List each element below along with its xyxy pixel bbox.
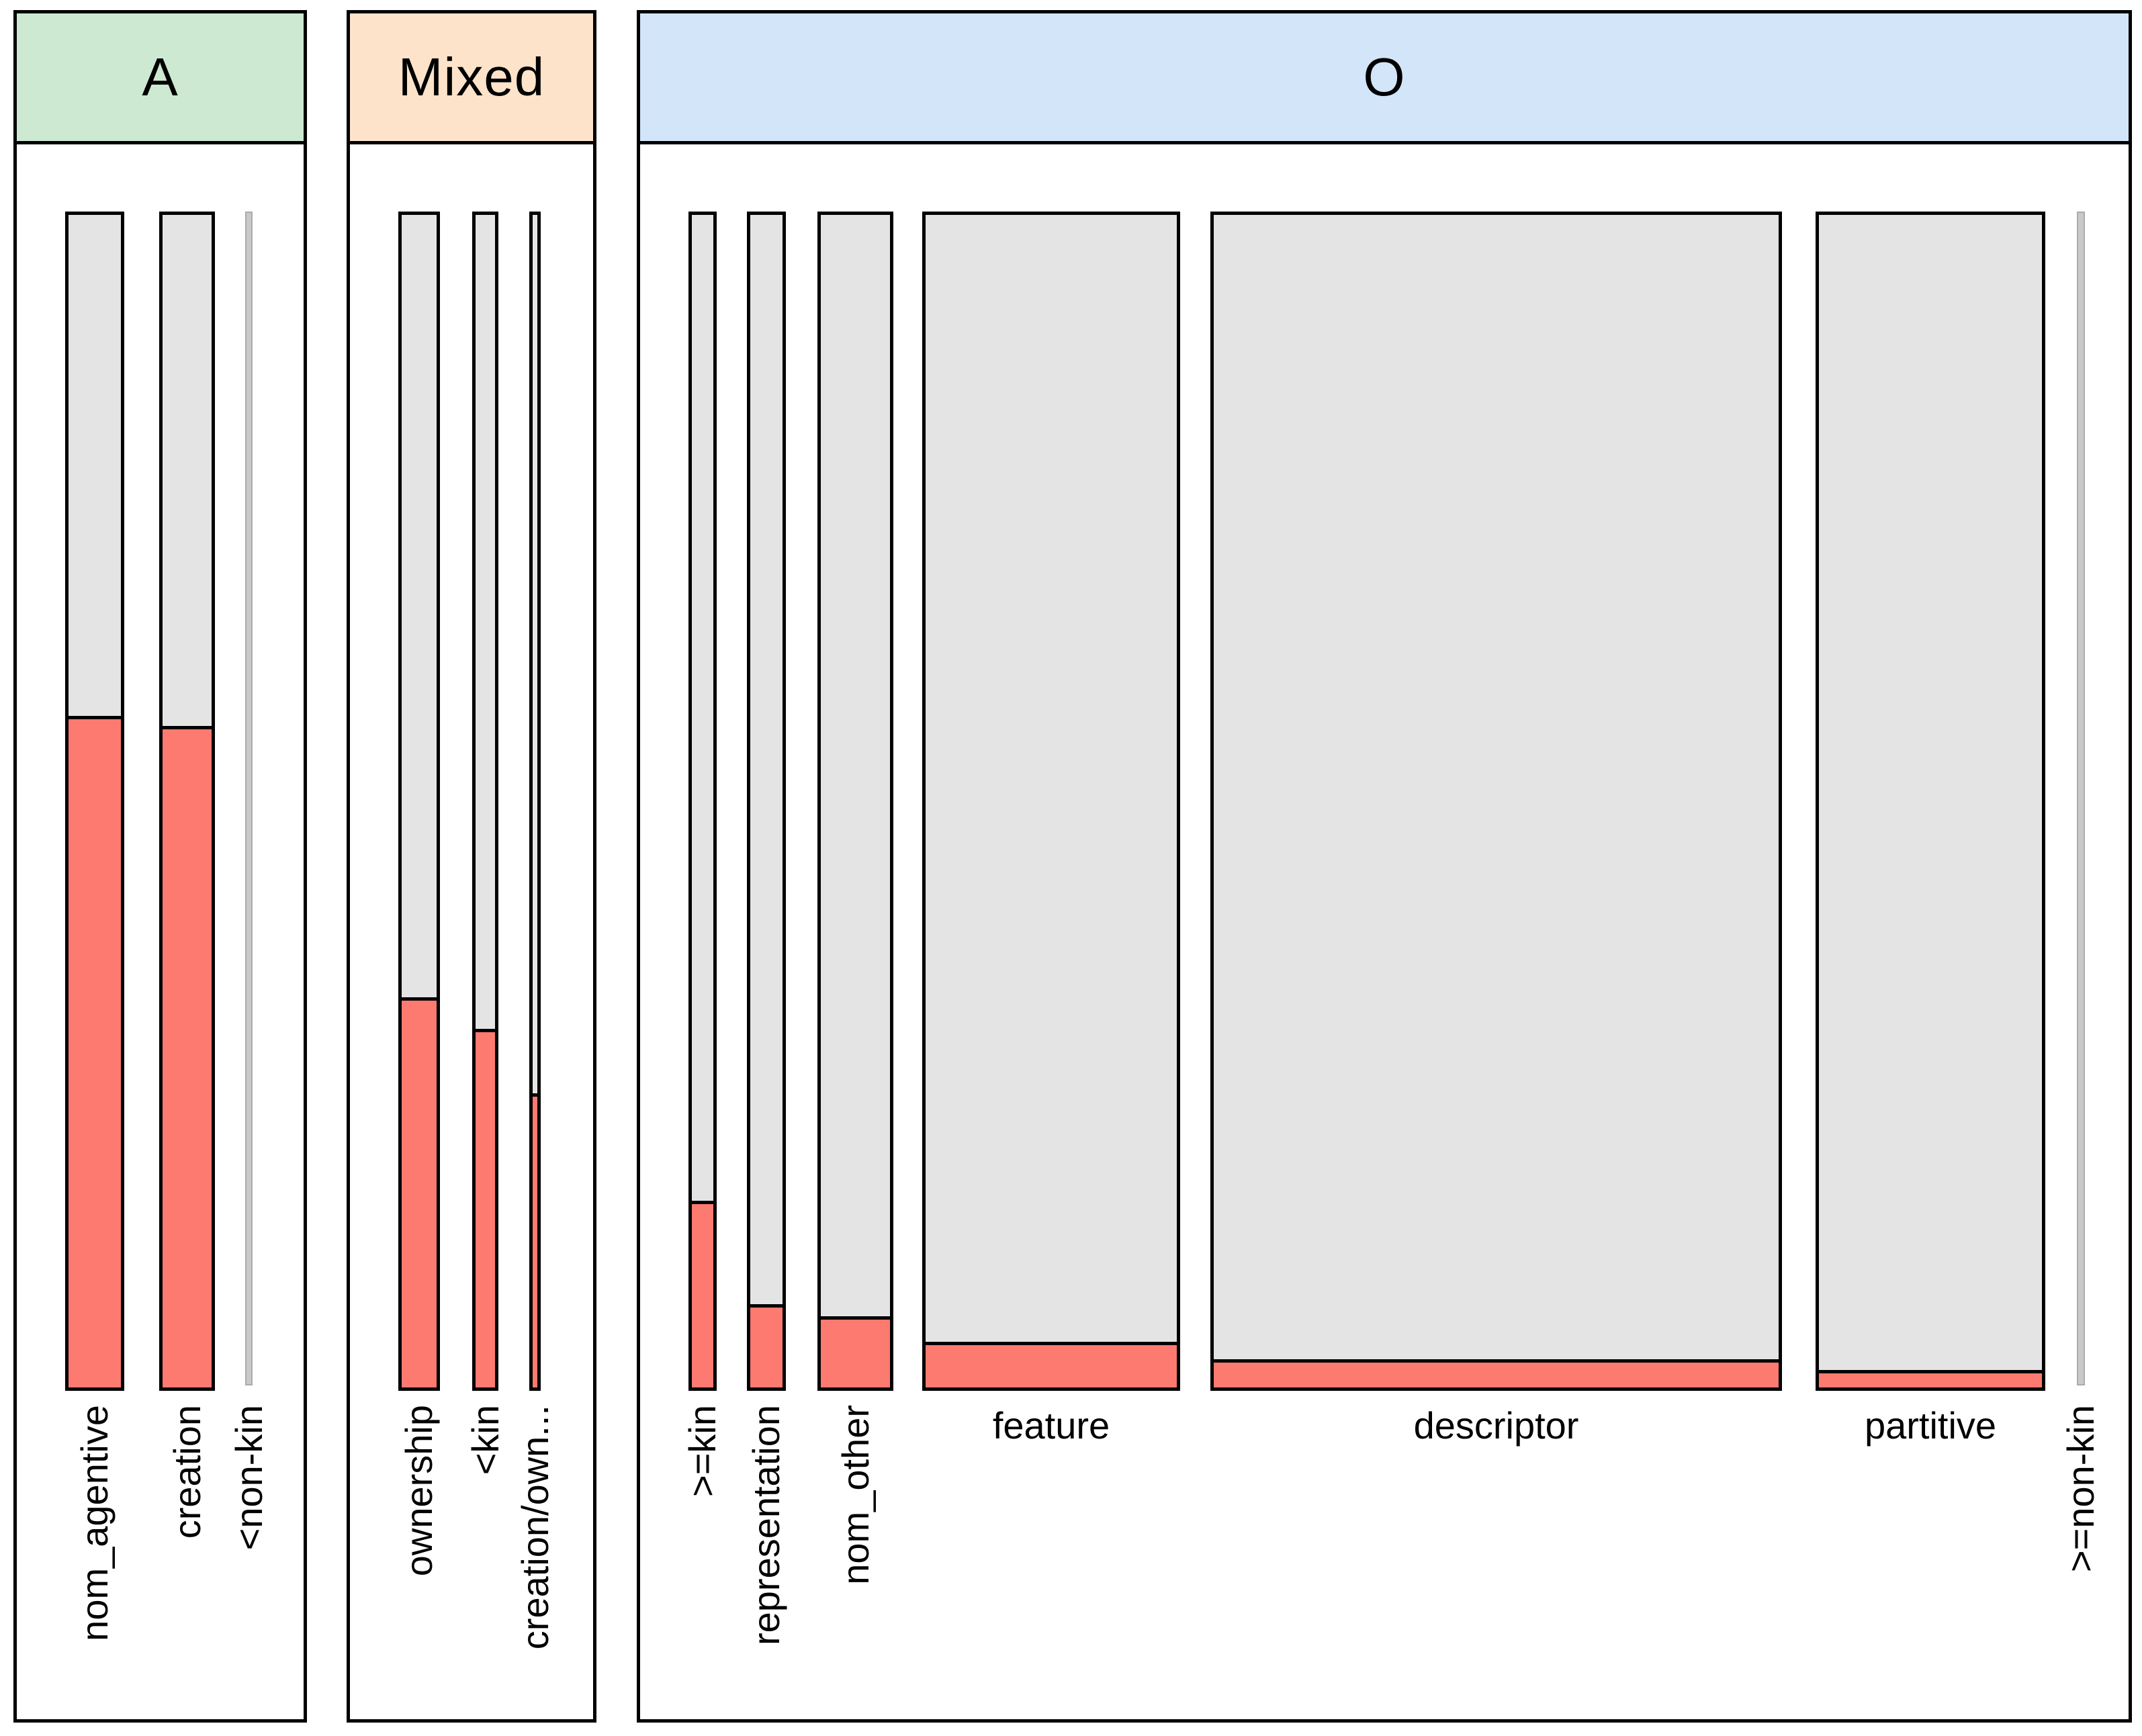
bar-partitive xyxy=(1816,212,2045,1391)
bar-non-kin-empty xyxy=(245,212,253,1385)
bar-nom-other-highlight-segment xyxy=(821,1316,890,1387)
bar-creation-own xyxy=(529,212,541,1391)
bar-feature xyxy=(922,212,1180,1391)
panel-a-header: A xyxy=(17,13,304,144)
panel-a-header-label: A xyxy=(142,47,179,107)
bar-representation-highlight-segment xyxy=(750,1304,783,1387)
axis-label-descriptor: descriptor xyxy=(1413,1404,1579,1447)
bar-creation xyxy=(159,212,215,1391)
bar-representation xyxy=(747,212,786,1391)
axis-label-partitive: partitive xyxy=(1864,1404,1997,1447)
bar-ownership-highlight-segment xyxy=(402,997,437,1387)
axis-label-feature: feature xyxy=(992,1404,1110,1447)
bar-descriptor-highlight-segment xyxy=(1214,1359,1779,1387)
bar-kin-highlight-segment xyxy=(692,1201,713,1387)
panel-o-header: O xyxy=(640,13,2129,144)
panel-mixed-header: Mixed xyxy=(350,13,593,144)
bar-nom-other xyxy=(817,212,893,1391)
bar-creation-highlight-segment xyxy=(163,726,212,1387)
bar-ownership xyxy=(398,212,440,1391)
bar-creation-own-highlight-segment xyxy=(533,1093,537,1387)
bar-non-kin-empty xyxy=(2077,212,2085,1385)
bar-nom-agentive xyxy=(65,212,124,1391)
bar-kin-highlight-segment xyxy=(476,1028,495,1387)
bar-kin xyxy=(472,212,498,1391)
panel-o-header-label: O xyxy=(1363,47,1406,107)
bar-descriptor xyxy=(1210,212,1782,1391)
panel-mixed-header-label: Mixed xyxy=(398,47,545,107)
bar-feature-highlight-segment xyxy=(926,1341,1177,1387)
bar-partitive-highlight-segment xyxy=(1819,1369,2042,1387)
bar-kin xyxy=(688,212,717,1391)
bar-nom-agentive-highlight-segment xyxy=(69,715,121,1387)
